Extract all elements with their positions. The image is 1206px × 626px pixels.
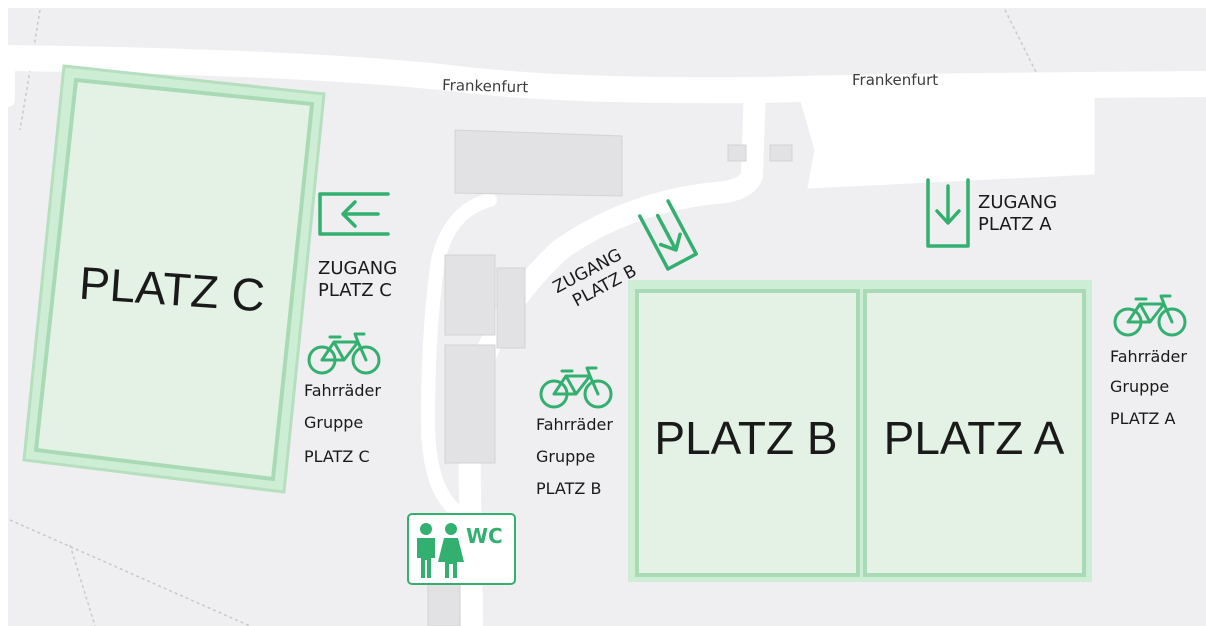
bike-parking-b: Fahrräder Gruppe PLATZ B: [536, 366, 613, 498]
arrow-down-into-box-icon: [926, 178, 970, 248]
street-label-right: Frankenfurt: [852, 71, 938, 89]
building-large: [799, 93, 1095, 189]
arrow-left-into-box-icon: [318, 192, 390, 236]
bike-parking-a-line2: Gruppe: [1110, 377, 1169, 396]
bike-parking-c-line1: Fahrräder: [304, 381, 381, 400]
arrow-down-into-box-icon: [638, 199, 698, 271]
field-platz-b: [635, 289, 860, 577]
bike-parking-a: Fahrräder Gruppe PLATZ A: [1110, 294, 1187, 428]
entrance-c-line2: PLATZ C: [318, 280, 392, 301]
buildings: [427, 93, 1095, 626]
bike-parking-c-line3: PLATZ C: [304, 447, 370, 466]
entrance-a: ZUGANG PLATZ A: [926, 178, 1057, 248]
building: [496, 267, 526, 349]
entrance-c: ZUGANG PLATZ C: [318, 192, 397, 301]
building: [444, 344, 496, 464]
bike-parking-a-line1: Fahrräder: [1110, 347, 1187, 366]
wc-label: WC: [466, 524, 503, 548]
field-platz-b-label: PLATZ B: [654, 412, 837, 464]
wc-box: [407, 513, 516, 585]
road-frankenfurt: [0, 45, 1206, 104]
road-branch: [421, 193, 497, 537]
building: [444, 254, 496, 336]
bike-parking-b-line3: PLATZ B: [536, 479, 601, 498]
bike-parking-b-line1: Fahrräder: [536, 415, 613, 434]
field-platz-a-label: PLATZ A: [884, 412, 1065, 464]
building: [769, 144, 793, 162]
field-platz-a: [863, 289, 1086, 577]
bike-parking-c-line2: Gruppe: [304, 413, 363, 432]
building: [727, 144, 747, 162]
entrance-a-line2: PLATZ A: [978, 214, 1052, 235]
bike-parking-c: Fahrräder Gruppe PLATZ C: [304, 332, 381, 466]
restroom-icon: [417, 523, 464, 578]
street-label-left: Frankenfurt: [442, 76, 529, 96]
field-platz-c: PLATZ C: [22, 64, 326, 494]
bike-parking-a-line3: PLATZ A: [1110, 409, 1175, 428]
field-platz-c-inner: [33, 77, 315, 482]
entrance-a-line1: ZUGANG: [978, 192, 1057, 213]
bike-parking-b-line2: Gruppe: [536, 447, 595, 466]
building: [454, 129, 623, 197]
wc-sign: WC: [407, 513, 516, 585]
entrance-c-line1: ZUGANG: [318, 258, 397, 279]
field-platz-c-label: PLATZ C: [78, 257, 267, 322]
field-platz-ab: PLATZ B PLATZ A: [628, 280, 1092, 582]
